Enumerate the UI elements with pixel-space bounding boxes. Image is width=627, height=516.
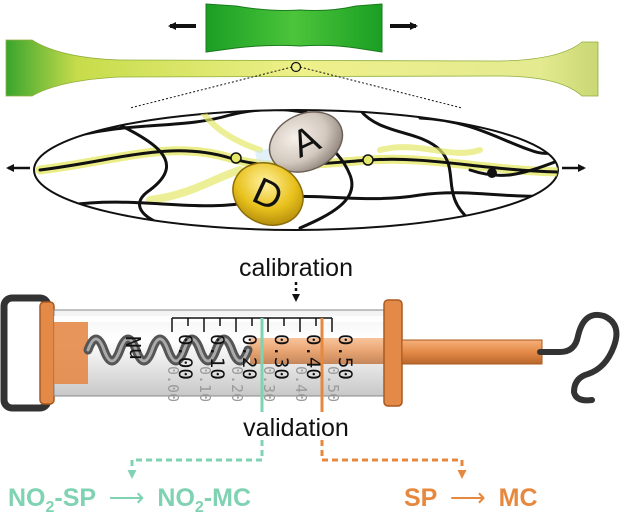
scale-hook — [537, 312, 620, 404]
orange-connector — [320, 440, 467, 479]
spring-scale — [0, 294, 620, 412]
scale-tick-label-faint: 0.10 — [196, 366, 214, 402]
right-reactant: SP — [404, 484, 437, 512]
fret-pair: A D — [232, 111, 344, 226]
scale-unit: nN — [122, 336, 146, 360]
scale-tick-label-faint: 0.20 — [228, 366, 246, 402]
scale-rod — [401, 339, 543, 365]
scale-tick-label-faint: 0.30 — [260, 366, 278, 402]
right-reaction: SP ⟶ MC — [404, 484, 538, 512]
scale-tick-label: 0.00 — [174, 334, 196, 380]
left-arrow: ⟶ — [109, 484, 145, 512]
scale-tick-label-faint: 0.50 — [324, 366, 342, 402]
left-reaction: NO2-SP ⟶ NO2-MC — [8, 484, 251, 516]
left-product-suffix: -MC — [204, 484, 251, 512]
left-reactant-sub: 2 — [46, 499, 55, 516]
left-product-prefix: NO — [157, 484, 195, 512]
calibration-label: calibration — [239, 254, 353, 282]
long-stretched-strip — [5, 39, 599, 97]
short-green-strip — [205, 3, 383, 53]
left-reactant-prefix: NO — [8, 484, 46, 512]
scale-tick-label: 0.10 — [206, 334, 228, 380]
right-arrow: ⟶ — [450, 484, 486, 512]
scale-left-cap — [39, 301, 55, 405]
scale-tick-label: 0.40 — [302, 334, 324, 380]
scale-tick-label-faint: 0.40 — [292, 366, 310, 402]
scale-right-cap — [383, 299, 403, 407]
short-strip-group — [168, 3, 418, 53]
scale-tick-label: 0.30 — [270, 334, 292, 380]
right-product: MC — [499, 484, 538, 512]
teal-connector — [127, 440, 264, 479]
scale-tick-label: 0.20 — [238, 334, 260, 380]
acceptor-disc — [268, 111, 344, 173]
scale-tick-label: 0.50 — [334, 334, 356, 380]
scale-graduations: 0.000.000.100.100.200.200.300.300.400.40… — [164, 317, 356, 402]
donor-disc — [232, 162, 304, 226]
left-reactant-suffix: -SP — [54, 484, 95, 512]
validation-label: validation — [243, 414, 349, 442]
scale-tick-label-faint: 0.00 — [164, 366, 182, 402]
left-product-sub: 2 — [195, 499, 204, 516]
